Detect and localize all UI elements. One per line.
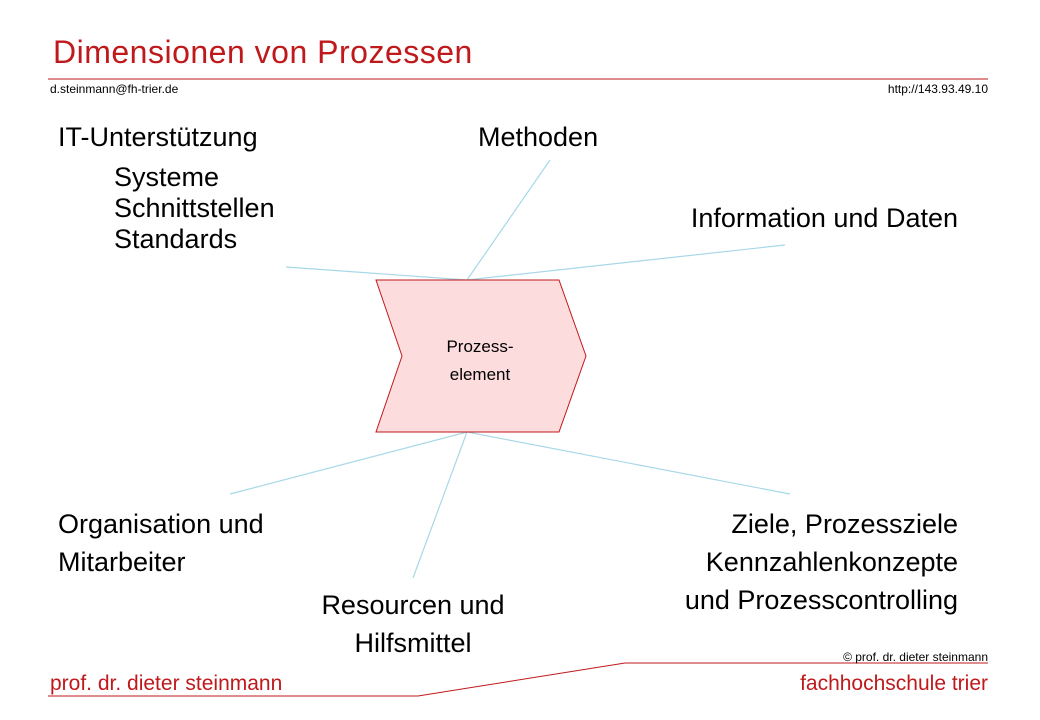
goals-line-1: Ziele, Prozessziele [731, 509, 958, 539]
process-element-line-1: Prozess- [446, 337, 514, 356]
page-title: Dimensionen von Prozessen [53, 34, 473, 70]
organisation-line-1: Organisation und [58, 509, 264, 539]
resources-line-2: Hilfsmittel [354, 628, 472, 658]
process-element-line-2: element [449, 365, 511, 384]
it-support-items: Systeme Schnittstellen Standards [114, 162, 275, 255]
process-element-label: Prozess- element [395, 333, 565, 389]
dimension-goals: Ziele, Prozessziele Kennzahlenkonzepte u… [685, 505, 958, 619]
copyright-note: © prof. dr. dieter steinmann [843, 650, 988, 664]
dimension-resources: Resourcen und Hilfsmittel [300, 586, 526, 662]
header-email: d.steinmann@fh-trier.de [50, 82, 179, 96]
goals-line-2: Kennzahlenkonzepte [705, 547, 958, 577]
resources-line-1: Resourcen und [321, 590, 505, 620]
dimension-methods: Methoden [478, 122, 599, 152]
it-item-standards: Standards [114, 224, 238, 254]
header-url: http://143.93.49.10 [887, 82, 988, 96]
dimension-it-support: IT-Unterstützung [58, 122, 258, 152]
connector-organisation [229, 431, 468, 495]
connector-it [285, 266, 468, 281]
footer-school: fachhochschule trier [800, 672, 988, 695]
connector-resources [412, 431, 468, 579]
organisation-line-2: Mitarbeiter [58, 547, 186, 577]
connector-information [466, 244, 786, 281]
process-element-shape [375, 279, 587, 433]
dimension-organisation: Organisation und Mitarbeiter [58, 505, 264, 581]
footer-author: prof. dr. dieter steinmann [50, 672, 283, 695]
footer-rules [48, 662, 988, 697]
connector-lines [229, 159, 791, 579]
it-item-interfaces: Schnittstellen [114, 193, 275, 223]
goals-line-3: und Prozesscontrolling [684, 585, 958, 615]
it-item-systems: Systeme [114, 162, 220, 192]
dimension-information: Information und Daten [690, 203, 958, 233]
connector-methods [466, 159, 551, 281]
connector-goals [466, 431, 791, 495]
